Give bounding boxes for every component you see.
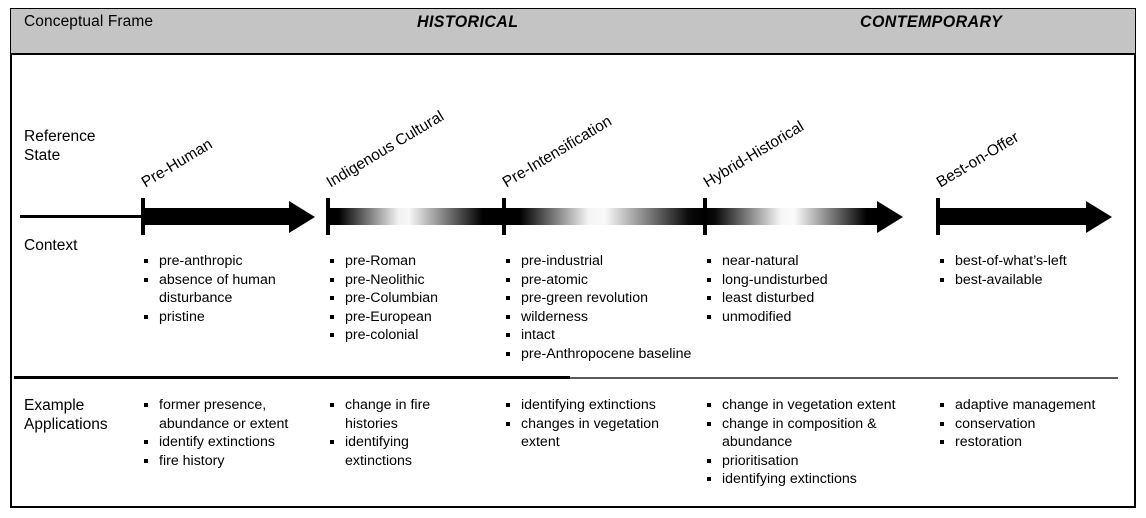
- list-item: prioritisation: [707, 452, 932, 471]
- list-item: intact: [506, 326, 706, 345]
- timeline-arrowhead-3: [1086, 201, 1112, 233]
- list-item: long-undisturbed: [707, 271, 897, 290]
- timeline-segment-2: [328, 208, 504, 225]
- list-item: pre-Columbian: [330, 289, 495, 308]
- list-item: pre-Anthropocene baseline: [506, 345, 706, 364]
- list-item: pre-Roman: [330, 252, 495, 271]
- list-item: identifying: [330, 433, 490, 452]
- era-label-historical: HISTORICAL: [417, 13, 519, 31]
- timeline-tick-5: [936, 198, 940, 235]
- row-label-reference-state: Reference State: [24, 128, 96, 164]
- timeline-notch-2: [925, 201, 938, 233]
- list-item: absence of human: [144, 271, 314, 290]
- list-item-continuation: disturbance: [159, 290, 233, 306]
- timeline-segment-3: [504, 208, 705, 225]
- context-list-column-5: best-of-what’s-left best-available: [940, 252, 1130, 289]
- timeline-tick-2: [326, 198, 330, 235]
- list-item: pre-colonial: [330, 326, 495, 345]
- list-item-continuation: abundance: [722, 434, 793, 450]
- context-list-column-3: pre-industrial pre-atomic pre-green revo…: [506, 252, 706, 363]
- list-item: pre-atomic: [506, 271, 706, 290]
- list-item: former presence,: [144, 396, 324, 415]
- era-label-contemporary: CONTEMPORARY: [860, 13, 1003, 31]
- list-item: pristine: [144, 308, 314, 327]
- list-item: pre-Neolithic: [330, 271, 495, 290]
- section-divider-left: [14, 376, 570, 379]
- list-item-continuation: extent: [521, 434, 560, 450]
- list-item: least disturbed: [707, 289, 897, 308]
- list-item: identifying extinctions: [707, 470, 932, 489]
- header-band: [11, 9, 1135, 55]
- examples-list-column-4: change in vegetation extent change in co…: [707, 396, 932, 489]
- list-item-continuation: histories: [345, 415, 398, 432]
- list-item: pre-European: [330, 308, 495, 327]
- ref-state-label-best-on-offer: Best-on-Offer: [933, 128, 1023, 192]
- timeline-arrowhead-2: [877, 201, 903, 233]
- context-list-column-4: near-natural long-undisturbed least dist…: [707, 252, 897, 326]
- list-item: pre-anthropic: [144, 252, 314, 271]
- list-item: identifying extinctions: [506, 396, 706, 415]
- list-item: fire history: [144, 452, 324, 471]
- timeline-notch-1: [315, 201, 328, 233]
- row-label-example-applications: Example Applications: [24, 397, 108, 433]
- list-item: conservation: [940, 415, 1140, 434]
- list-item: restoration: [940, 433, 1140, 452]
- list-item: changes in vegetation: [506, 415, 706, 434]
- examples-list-column-2: change in fire histories identifying ext…: [330, 396, 490, 470]
- list-item-continuation: abundance or extent: [159, 415, 289, 432]
- row-label-context: Context: [24, 237, 78, 254]
- timeline-tick-3: [502, 198, 506, 235]
- list-item: change in vegetation extent: [707, 396, 932, 415]
- list-item: adaptive management: [940, 396, 1140, 415]
- conceptual-frame-label: Conceptual Frame: [24, 13, 154, 30]
- list-item: pre-industrial: [506, 252, 706, 271]
- section-divider-right: [570, 377, 1118, 379]
- timeline-arrowhead-1: [289, 201, 315, 233]
- ref-state-label-pre-human: Pre-Human: [138, 135, 216, 192]
- list-item: change in fire: [330, 396, 490, 415]
- examples-list-column-3: identifying extinctions changes in veget…: [506, 396, 706, 452]
- ref-state-label-pre-intensification: Pre-Intensification: [499, 112, 615, 192]
- ref-state-label-indigenous-cultural: Indigenous Cultural: [323, 107, 447, 192]
- timeline-lead-line: [20, 215, 146, 218]
- list-item: pre-green revolution: [506, 289, 706, 308]
- list-item: near-natural: [707, 252, 897, 271]
- list-item: unmodified: [707, 308, 897, 327]
- timeline-segment-1: [143, 208, 291, 225]
- list-item: wilderness: [506, 308, 706, 327]
- examples-list-column-1: former presence, abundance or extent ide…: [144, 396, 324, 470]
- list-item: best-available: [940, 271, 1130, 290]
- timeline-segment-5: [938, 208, 1088, 225]
- timeline-tick-4: [703, 198, 707, 235]
- list-item: identify extinctions: [144, 433, 324, 452]
- context-list-column-2: pre-Roman pre-Neolithic pre-Columbian pr…: [330, 252, 495, 345]
- ref-state-label-hybrid-historical: Hybrid-Historical: [700, 118, 807, 192]
- timeline-tick-1: [141, 198, 145, 235]
- timeline-axis: [0, 196, 1146, 238]
- timeline-segment-4: [705, 208, 877, 225]
- context-list-column-1: pre-anthropic absence of human disturban…: [144, 252, 314, 326]
- examples-list-column-5: adaptive management conservation restora…: [940, 396, 1140, 452]
- list-item: change in composition &: [707, 415, 932, 434]
- list-item: best-of-what’s-left: [940, 252, 1130, 271]
- list-item-continuation: extinctions: [345, 452, 413, 469]
